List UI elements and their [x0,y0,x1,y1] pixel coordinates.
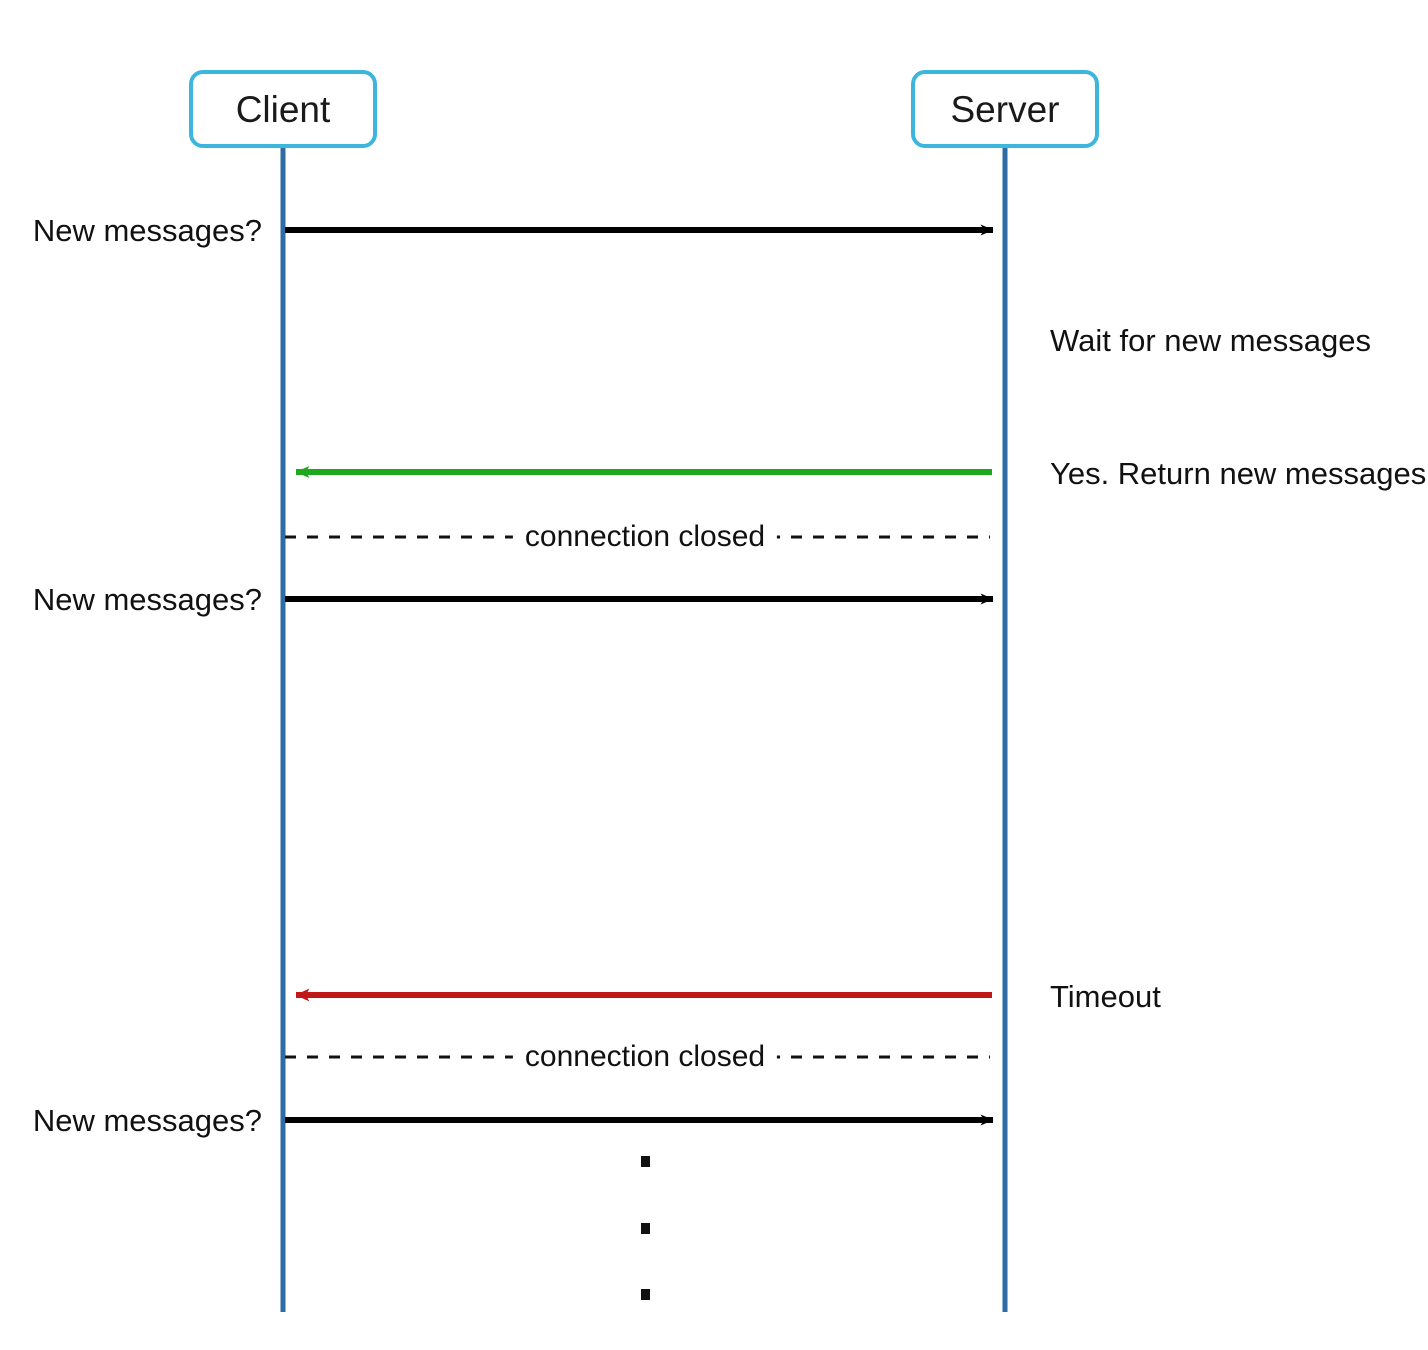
message-label-new-messages-2: New messages? [32,582,262,617]
note-label-wait-for-new-messages: Wait for new messages [1050,323,1372,358]
caption-connection-closed-1: connection closed [512,520,778,554]
message-label-new-messages-1: New messages? [32,213,262,248]
participant-label-client: Client [235,88,331,130]
continuation-dot-1 [641,1156,650,1167]
message-label-return-new-messages: Yes. Return new messages [1050,456,1427,491]
caption-connection-closed-2: connection closed [512,1040,778,1074]
message-label-timeout: Timeout [1050,979,1161,1014]
participant-box-client[interactable]: Client [189,70,377,148]
message-label-new-messages-3: New messages? [32,1103,262,1138]
continuation-dot-3 [641,1289,650,1300]
continuation-dot-2 [641,1223,650,1234]
participant-label-server: Server [950,88,1060,130]
participant-box-server[interactable]: Server [911,70,1099,148]
